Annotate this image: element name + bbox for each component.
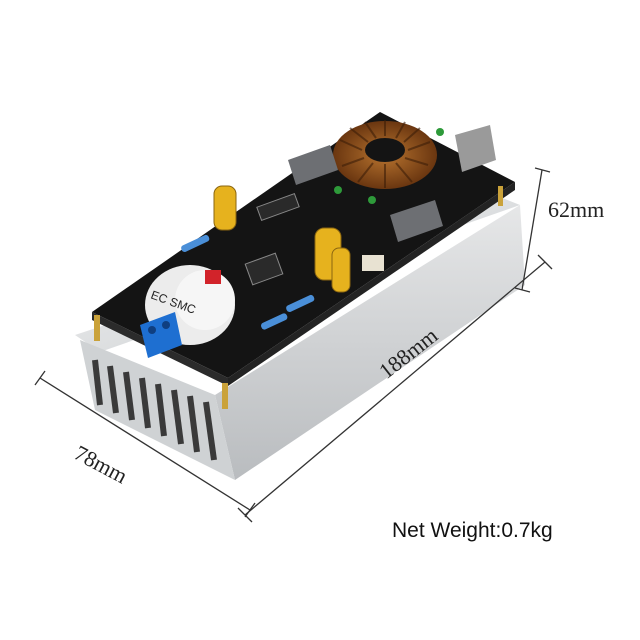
pcb-edge-long (228, 182, 515, 386)
height-tick-bottom (514, 287, 531, 293)
width-dimension-line (39, 377, 251, 511)
dimension-lines (34, 167, 553, 523)
white-connector (362, 255, 384, 271)
net-weight-caption: Net Weight:0.7kg (392, 519, 553, 543)
film-capacitor (455, 125, 496, 172)
length-tick-b (537, 254, 553, 270)
terminal-block (140, 312, 182, 358)
length-tick-a (237, 507, 253, 523)
electrolytic-capacitors (213, 185, 351, 293)
net-weight-value: 0.7kg (501, 519, 553, 542)
brass-standoffs (94, 186, 503, 409)
net-weight-label: Net Weight: (392, 519, 502, 542)
heatsink-fins (92, 359, 217, 461)
red-trimmer (205, 270, 221, 284)
power-transistors (288, 145, 443, 242)
toroid-inductor (333, 120, 437, 189)
width-tick-a (34, 370, 46, 386)
pcb-board: EC SMC (92, 112, 515, 409)
small-components (334, 128, 444, 204)
height-dimension-line (521, 169, 543, 291)
ic-chips (244, 192, 300, 286)
heatsink-long-side (215, 205, 525, 480)
resistors (181, 234, 315, 330)
height-tick-top (534, 167, 551, 173)
length-dimension-line (244, 261, 546, 516)
height-dimension-label: 62mm (548, 197, 605, 222)
width-tick-b (244, 502, 256, 518)
